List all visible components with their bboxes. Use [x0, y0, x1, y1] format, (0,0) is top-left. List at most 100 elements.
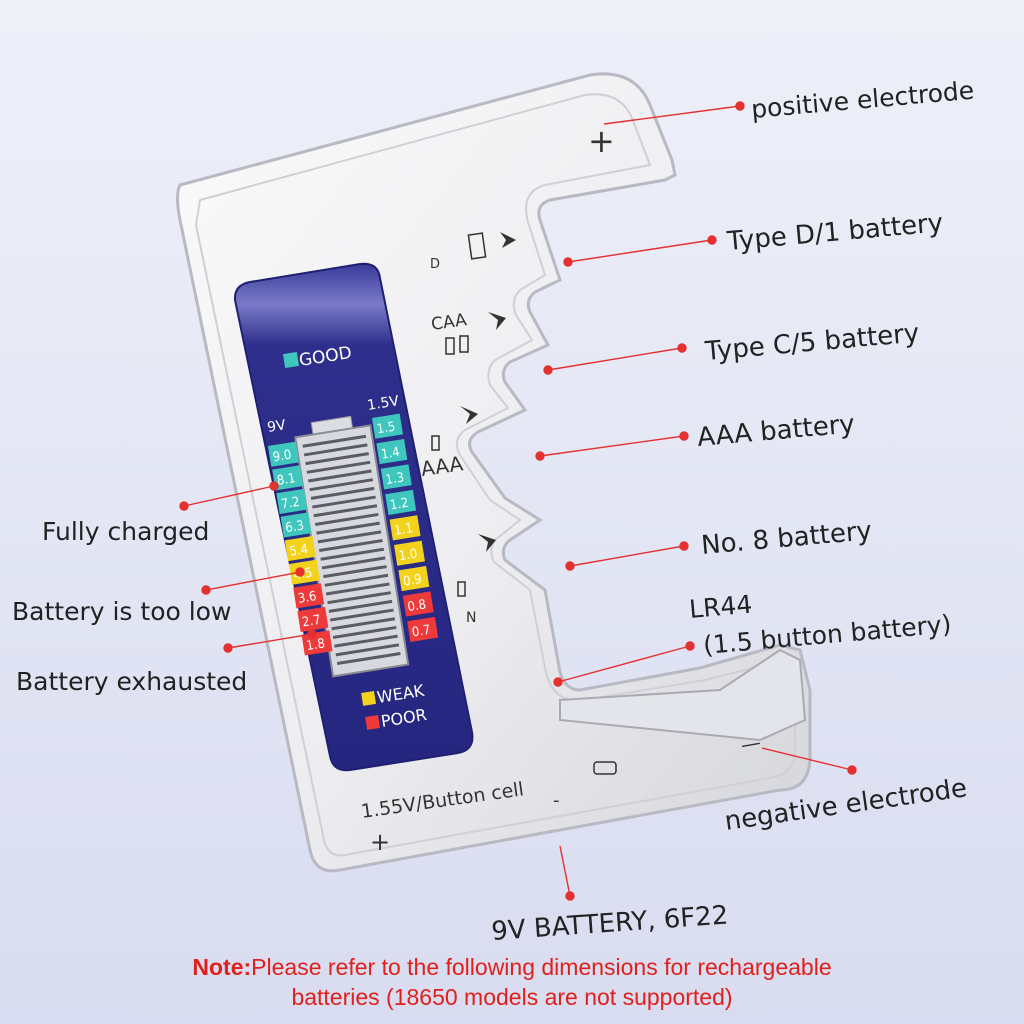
scale-9v-header: 9V	[266, 417, 287, 436]
scale-9v-cell: 8.1	[272, 465, 304, 491]
scale-9v-cell-bg	[276, 488, 308, 514]
scale-1v5-cell-bg	[402, 591, 434, 617]
weak-legend-swatch	[361, 690, 377, 706]
scale-1v5-cell-value: 1.1	[393, 521, 414, 539]
scale-9v-cell: 1.8	[301, 630, 333, 656]
callout-positive-line	[603, 105, 741, 125]
note-heading: Note:	[192, 954, 252, 980]
scale-9v-cell-value: 6.3	[284, 518, 305, 536]
scale-9v-cell: 7.2	[276, 488, 308, 514]
battery-stripes	[302, 434, 401, 666]
battery-stripe	[313, 504, 378, 518]
scale-1v5-cell: 0.7	[407, 616, 439, 642]
label-battery-too-low: Battery is too low	[12, 597, 231, 626]
battery-stripe	[328, 599, 393, 613]
battery-stripe	[320, 547, 385, 561]
battery-aa-icon	[459, 335, 469, 353]
scale-1v5-cell: 1.1	[389, 515, 421, 541]
scale-1v5-cell-bg	[380, 464, 412, 490]
callout-lines	[179, 101, 857, 901]
scale-1v5-cell-value: 0.9	[402, 572, 423, 590]
scale-1v5-cell-bg	[376, 439, 408, 465]
battery-stripe	[335, 643, 400, 657]
label-type-d: Type D/1 battery	[725, 208, 944, 257]
minus-right-mark: —	[739, 730, 763, 757]
callout-lr44-line	[557, 645, 691, 683]
battery-c-icon	[445, 337, 455, 355]
callout-full-dot-a	[179, 501, 189, 511]
scale-1v5-cell-value: 0.8	[407, 597, 428, 615]
scale-9v-cell-bg	[297, 606, 329, 632]
battery-d-icon	[467, 232, 487, 260]
note-body-1: Please refer to the following dimensions…	[251, 954, 832, 980]
label-fully-charged: Fully charged	[42, 517, 209, 546]
slot-aaa-mark: AAA	[419, 451, 464, 481]
battery-stripe	[336, 652, 401, 666]
battery-stripe	[330, 608, 394, 622]
scale-9v-cell: 3.6	[293, 583, 325, 609]
arrow-caa-icon	[488, 312, 506, 330]
callout-low-dot-b	[295, 567, 305, 577]
slot-caa-mark: CAA	[430, 310, 468, 335]
label-positive-electrode: positive electrode	[750, 76, 975, 124]
tester-inner-rim	[194, 93, 796, 857]
scale-1v5-cell-value: 0.7	[411, 623, 432, 641]
battery-stripe	[305, 452, 369, 466]
scale-1v5-cell-value: 1.2	[389, 496, 410, 514]
callout-aaa-dot-a	[535, 451, 545, 461]
callout-exhausted-dot-a	[223, 643, 233, 653]
scale-1v5-cell-bg	[407, 616, 439, 642]
battery-stripe	[321, 556, 386, 570]
slot-n-mark: N	[466, 610, 476, 626]
label-battery-exhausted: Battery exhausted	[16, 667, 247, 696]
battery-stripe	[332, 625, 397, 639]
callout-d-dot-a	[563, 257, 573, 267]
scale-9v-cell: 9.0	[268, 441, 299, 467]
scale-9v-cell-value: 9.0	[272, 448, 293, 466]
scale-9v-cell-value: 1.8	[305, 636, 326, 654]
arrow-no8-icon	[478, 534, 496, 552]
minus-bottom-mark: -	[553, 790, 560, 811]
battery-stripe	[324, 573, 389, 587]
callout-lr44-dot-a	[553, 677, 563, 687]
callout-low-line	[205, 571, 301, 591]
scale-1v5-cell: 1.5	[371, 413, 403, 439]
label-9v-battery: 9V BATTERY, 6F22	[490, 901, 729, 947]
scale-9v-cell-bg	[272, 465, 304, 491]
battery-stripe	[317, 530, 382, 544]
poor-legend-swatch	[365, 714, 381, 730]
callout-aaa-line	[539, 435, 685, 457]
scale-1v5-cell-value: 1.0	[398, 547, 419, 565]
battery-stripe	[312, 495, 376, 509]
scale-9v-cell-bg	[268, 441, 299, 467]
scale-9v-cell: 6.3	[280, 512, 312, 538]
scale-1v5-cell: 1.3	[380, 464, 412, 490]
callout-d-dot-b	[707, 235, 717, 245]
scale-1v5-cell-value: 1.5	[376, 420, 397, 438]
button-cell-icon	[593, 761, 617, 775]
callout-no8-line	[569, 545, 685, 567]
battery-stripe	[314, 512, 379, 526]
callout-aaa-dot-b	[679, 431, 689, 441]
scale-9v-cell-bg	[293, 583, 325, 609]
battery-stripe	[316, 521, 380, 535]
note-text: Note:Please refer to the following dimen…	[0, 952, 1024, 1012]
scale-1v5-cell-bg	[394, 540, 425, 566]
callout-full-dot-b	[269, 481, 279, 491]
label-aaa: AAA battery	[696, 409, 856, 453]
battery-stripe	[331, 617, 396, 631]
scale-1v5-cell: 0.8	[402, 591, 434, 617]
good-legend-swatch	[282, 351, 300, 369]
plus-top-mark: +	[588, 122, 615, 160]
scale-9v-cell-value: 5.4	[289, 542, 310, 560]
scale-9v-cell: 2.7	[297, 606, 329, 632]
callout-negative-line	[761, 747, 853, 771]
callout-no8-dot-b	[679, 541, 689, 551]
battery-stripe	[319, 539, 383, 553]
scale-1v5-cell: 1.2	[385, 489, 417, 515]
callout-no8-dot-a	[565, 561, 575, 571]
label-type-c: Type C/5 battery	[703, 318, 920, 367]
callout-lr44-dot-b	[685, 641, 695, 651]
scale-9v-cell-value: 7.2	[280, 495, 301, 513]
